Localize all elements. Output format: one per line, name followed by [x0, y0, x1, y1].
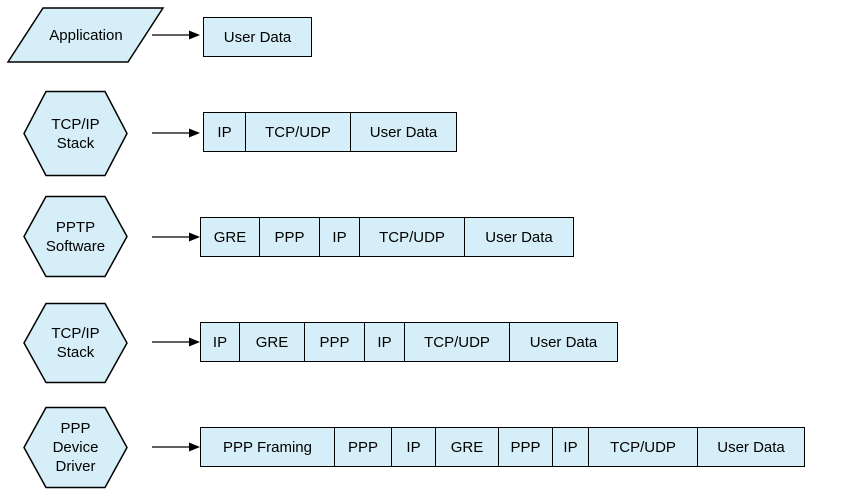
packet-bar-row4: IP GRE PPP IP TCP/UDP User Data — [200, 322, 618, 362]
shape-label-application: Application — [49, 26, 123, 44]
shape-ppp-device-driver: PPP Device Driver — [22, 406, 129, 489]
shape-tcpip-stack-2: TCP/IP Stack — [22, 302, 129, 384]
packet-cell: TCP/UDP — [404, 323, 509, 361]
packet-bar-row1: User Data — [203, 17, 312, 57]
arrow-right-icon — [152, 128, 200, 138]
hexagon-icon — [23, 195, 128, 278]
shape-application: Application — [5, 5, 167, 65]
packet-cell: IP — [552, 428, 588, 466]
packet-bar-row5: PPP Framing PPP IP GRE PPP IP TCP/UDP Us… — [200, 427, 805, 467]
packet-cell: IP — [204, 113, 245, 151]
packet-cell: TCP/UDP — [588, 428, 697, 466]
shape-label-ppp-device-driver: PPP Device Driver — [52, 420, 99, 475]
packet-cell: IP — [319, 218, 359, 256]
hexagon-icon — [23, 90, 128, 177]
packet-cell: User Data — [464, 218, 573, 256]
packet-cell: GRE — [201, 218, 259, 256]
packet-cell: User Data — [697, 428, 804, 466]
packet-cell: User Data — [509, 323, 617, 361]
packet-bar-row3: GRE PPP IP TCP/UDP User Data — [200, 217, 574, 257]
packet-cell: PPP — [498, 428, 552, 466]
packet-cell: GRE — [435, 428, 498, 466]
arrow-right-icon — [152, 442, 200, 452]
hexagon-icon — [23, 302, 128, 384]
packet-cell: TCP/UDP — [359, 218, 464, 256]
arrow-right-icon — [152, 30, 200, 40]
packet-cell: TCP/UDP — [245, 113, 350, 151]
packet-cell: IP — [201, 323, 239, 361]
packet-cell: PPP Framing — [201, 428, 334, 466]
shape-label-tcpip-stack: TCP/IP Stack — [51, 115, 100, 152]
arrow-right-icon — [152, 232, 200, 242]
shape-tcpip-stack-1: TCP/IP Stack — [22, 90, 129, 177]
packet-cell: IP — [364, 323, 404, 361]
packet-cell: IP — [391, 428, 435, 466]
shape-label-pptp-software: PPTP Software — [45, 218, 106, 255]
shape-label-tcpip-stack: TCP/IP Stack — [51, 325, 100, 361]
hexagon-icon — [23, 406, 128, 489]
packet-cell: PPP — [304, 323, 364, 361]
arrow-right-icon — [152, 337, 200, 347]
packet-cell: PPP — [259, 218, 319, 256]
packet-bar-row2: IP TCP/UDP User Data — [203, 112, 457, 152]
shape-pptp-software: PPTP Software — [22, 195, 129, 278]
packet-cell: User Data — [204, 18, 311, 56]
packet-cell: User Data — [350, 113, 456, 151]
parallelogram-icon — [6, 7, 165, 63]
packet-cell: PPP — [334, 428, 391, 466]
packet-cell: GRE — [239, 323, 304, 361]
